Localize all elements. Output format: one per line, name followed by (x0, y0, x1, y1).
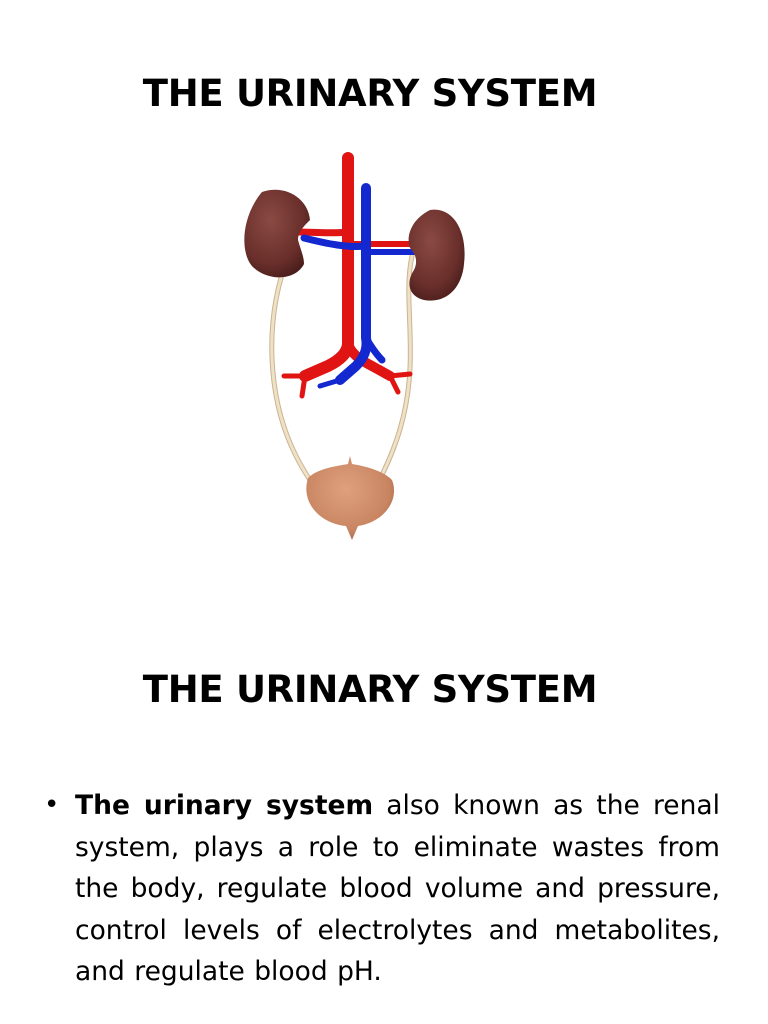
kidney-left (244, 189, 310, 278)
bullet-list: • The urinary system also known as the re… (44, 785, 720, 993)
vena-cava (300, 183, 417, 389)
ureter-right (375, 253, 415, 486)
kidney-right (408, 209, 465, 301)
bladder (306, 456, 395, 540)
slide-1-title: THE URINARY SYSTEM (142, 72, 598, 115)
slide-1: THE URINARY SYSTEM (142, 72, 598, 540)
bullet-dot-icon: • (44, 790, 60, 820)
bullet-item: • The urinary system also known as the re… (44, 785, 720, 993)
aorta (281, 152, 413, 399)
bullet-text: also known as the renal system, plays a … (75, 790, 720, 987)
urinary-system-illustration-icon (244, 152, 465, 540)
bullet-lead-term: The urinary system (75, 790, 374, 821)
slide-2-title: THE URINARY SYSTEM (142, 668, 598, 711)
slide-2: THE URINARY SYSTEM • The urinary system a… (0, 630, 768, 1024)
